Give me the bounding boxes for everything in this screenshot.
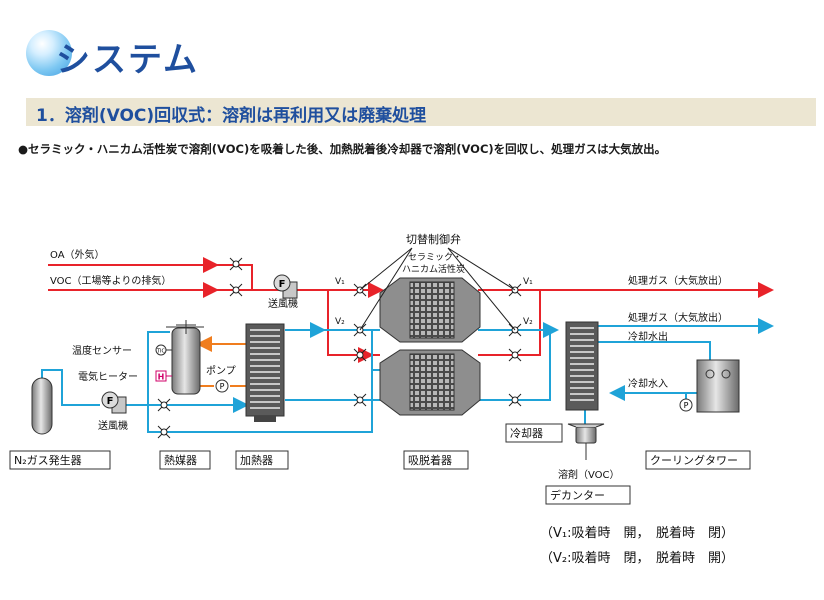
- description: ●セラミック・ハニカム活性炭で溶剤(VOC)を吸着した後、加熱脱着後冷却器で溶剤…: [18, 142, 667, 156]
- equipment-adsorber: 吸脱着器: [408, 453, 452, 467]
- valve-n2-1: [157, 398, 171, 412]
- blue-n2-lines: [41, 318, 774, 433]
- heat-medium-tank-icon: [166, 320, 204, 395]
- svg-text:TIC: TIC: [156, 349, 166, 355]
- valve-oa: [229, 257, 243, 271]
- equipment-heat-medium: 熱媒器: [164, 454, 197, 467]
- treated-gas-2-label: 処理ガス（大気放出）: [628, 311, 728, 324]
- switch-valve-label: 切替制御弁: [406, 232, 461, 246]
- equipment-n2: N₂ガス発生器: [14, 453, 82, 467]
- svg-text:F: F: [107, 396, 114, 407]
- adsorber-bottom: [379, 349, 481, 416]
- cooling-pump-icon: P: [679, 398, 693, 412]
- cooling-water-in-label: 冷却水入: [628, 377, 668, 390]
- temp-sensor-icon: TIC: [155, 344, 172, 356]
- honeycomb-label-2: ハニカム活性炭: [402, 263, 465, 275]
- equipment-heater: 加熱器: [240, 454, 273, 467]
- v1-right-label: V₁: [523, 277, 533, 287]
- valve-v1-left-lower: [353, 348, 367, 362]
- valve-v1-right-lower: [508, 348, 522, 362]
- v2-right-label: V₂: [523, 317, 533, 327]
- solvent-label: 溶剤（VOC）: [558, 468, 620, 481]
- blower-top-icon: F: [273, 274, 298, 299]
- section-title: 1．溶剤(VOC)回収式：溶剤は再利用又は廃棄処理: [36, 106, 427, 126]
- equipment-decanter: デカンター: [550, 488, 605, 502]
- section-bar: [26, 98, 816, 126]
- equipment-cooling-tower: クーリングタワー: [650, 453, 738, 467]
- adsorber-top: [379, 277, 481, 343]
- svg-text:P: P: [220, 382, 225, 391]
- blower-bottom-icon: F: [101, 391, 127, 414]
- svg-text:H: H: [158, 373, 165, 382]
- cooler-icon: [565, 321, 599, 411]
- cooling-tower-icon: [696, 359, 740, 413]
- heater-exchanger-icon: [245, 323, 285, 422]
- valve-notes: （V₁:吸着時 開， 脱着時 閉） （V₂:吸着時 閉， 脱着時 開）: [540, 525, 734, 566]
- title-orb-icon: [26, 30, 72, 76]
- voc-label: VOC（工場等よりの排気）: [50, 274, 171, 287]
- heater-label: 電気ヒーター: [78, 370, 138, 383]
- decanter-icon: [567, 423, 605, 460]
- equipment-cooler: 冷却器: [510, 427, 543, 440]
- equipment-labels: N₂ガス発生器 熱媒器 加熱器 吸脱着器 冷却器 デカンター クーリングタワー: [9, 423, 751, 505]
- blower-bottom-label: 送風機: [98, 419, 128, 432]
- blower-top-label: 送風機: [268, 297, 298, 310]
- n2-generator-icon: [31, 377, 53, 435]
- adsorber-units: [379, 277, 481, 416]
- svg-text:P: P: [684, 401, 689, 410]
- page-title: システム: [56, 40, 199, 80]
- oa-label: OA（外気）: [50, 248, 105, 261]
- pump-icon: P: [215, 379, 229, 393]
- red-gas-lines: [48, 257, 774, 363]
- callout-lines: [359, 247, 516, 331]
- valve-voc: [229, 283, 243, 297]
- diagram-labels: OA（外気） VOC（工場等よりの排気） 送風機 送風機 温度センサー 電気ヒー…: [50, 232, 728, 481]
- heater-icon: H: [155, 370, 172, 382]
- cooling-water-out-label: 冷却水出: [628, 330, 668, 343]
- honeycomb-label-1: セラミック・: [408, 252, 462, 263]
- orange-heat-lines: [196, 336, 246, 387]
- pump-label: ポンプ: [206, 365, 236, 377]
- valve-v2-right-lower: [508, 393, 522, 407]
- svg-text:F: F: [279, 279, 286, 290]
- valve-v2-left-lower: [353, 393, 367, 407]
- temp-sensor-label: 温度センサー: [72, 344, 132, 357]
- v1-left-label: V₁: [335, 277, 345, 287]
- note-v1: （V₁:吸着時 開， 脱着時 閉）: [540, 525, 734, 541]
- note-v2: （V₂:吸着時 閉， 脱着時 開）: [540, 550, 734, 566]
- valve-n2-2: [157, 425, 171, 439]
- treated-gas-1-label: 処理ガス（大気放出）: [628, 274, 728, 287]
- v2-left-label: V₂: [335, 317, 345, 327]
